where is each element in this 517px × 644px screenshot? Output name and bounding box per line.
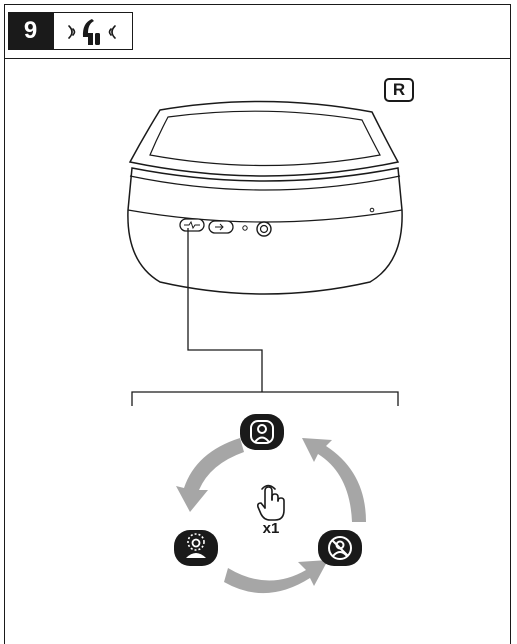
page-frame — [4, 4, 511, 644]
hand-tap-icon — [257, 484, 285, 521]
mode-icon-box — [53, 12, 133, 50]
ear-cushion — [128, 100, 400, 177]
earcup-illustration — [127, 100, 403, 594]
mode-bubble-left — [174, 530, 218, 566]
microphone-hole — [369, 207, 375, 213]
status-led — [242, 225, 248, 231]
power-button — [208, 220, 234, 234]
side-label: R — [392, 80, 406, 99]
tap-count-label: x1 — [262, 520, 280, 537]
headphone-with-sound-waves-icon — [68, 19, 116, 45]
step-number-badge: 9 — [8, 12, 53, 50]
step-number: 9 — [23, 17, 38, 44]
audio-jack — [256, 221, 272, 237]
mode-bubble-right — [318, 530, 362, 566]
anc-button — [179, 218, 205, 232]
person-icon — [250, 420, 274, 444]
header-divider — [4, 58, 511, 59]
person-with-dotted-halo-icon — [186, 533, 206, 558]
mode-bubble-top — [240, 414, 284, 450]
person-crossed-out-icon — [328, 536, 352, 560]
right-side-badge: R — [384, 78, 414, 102]
cycle-arrows — [176, 438, 366, 594]
callout-leader — [131, 228, 399, 406]
